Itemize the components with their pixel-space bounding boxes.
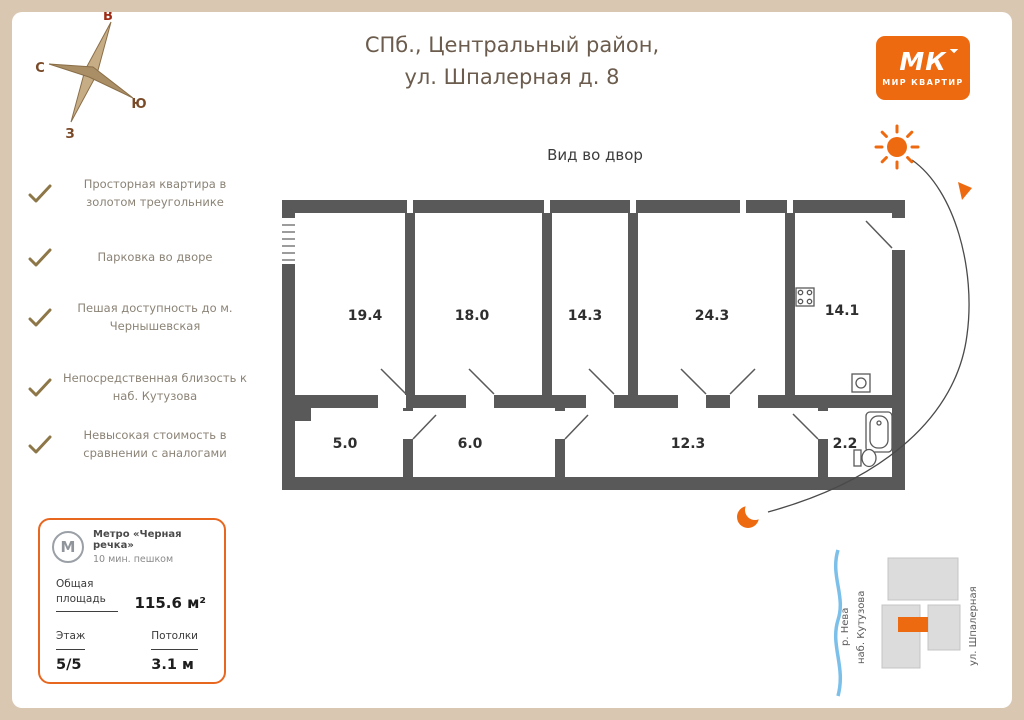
checkmark-icon [28, 435, 52, 454]
checkmark-icon [28, 248, 52, 267]
page-title: СПб., Центральный район, ул. Шпалерная д… [12, 30, 1012, 93]
feature-item: Просторная квартира в золотом треугольни… [28, 176, 250, 212]
title-line-2: ул. Шпалерная д. 8 [404, 64, 620, 89]
compass-east-label: В [103, 12, 113, 24]
room-area-label: 5.0 [333, 436, 358, 452]
info-card: М Метро «Черная речка» 10 мин. пешком Об… [38, 518, 226, 684]
total-area-label: Общая площадь [56, 577, 118, 613]
compass-north-label: С [35, 61, 45, 76]
city-blocks [881, 557, 961, 669]
checkmark-icon [28, 378, 52, 397]
door-swing-icons [380, 220, 893, 440]
metro-row: М Метро «Черная речка» 10 мин. пешком [52, 529, 212, 573]
floorplan: 19.4 18.0 14.3 24.3 14.1 5.0 6.0 12.3 2.… [282, 200, 905, 490]
room-area-labels: 19.4 18.0 14.3 24.3 14.1 5.0 6.0 12.3 2.… [333, 303, 860, 452]
floor-ceiling-row: Этаж 5/5 Потолки 3.1 м [52, 618, 212, 673]
bathtub-icon [865, 411, 893, 453]
room-area-label: 14.1 [825, 303, 860, 319]
room-area-label: 12.3 [671, 436, 706, 452]
brand-logo: МК МИР КВАРТИР [876, 36, 970, 100]
brand-name: МИР КВАРТИР [882, 78, 964, 87]
feature-item: Невысокая стоимость в сравнении с аналог… [28, 427, 250, 463]
feature-text: Непосредственная близость к наб. Кутузов… [63, 371, 247, 403]
street-label: ул. Шпалерная [968, 586, 979, 666]
checkmark-icon [28, 184, 52, 203]
room-area-label: 2.2 [833, 436, 858, 452]
sun-path-arc [767, 159, 970, 513]
flyer-canvas: В С Ю З СПб., Центральный район, ул. Шпа… [12, 12, 1012, 708]
room-area-label: 14.3 [568, 308, 603, 324]
river-line [833, 549, 843, 697]
feature-text: Пешая доступность до м. Чернышевская [77, 301, 233, 333]
room-area-label: 6.0 [458, 436, 483, 452]
floor-label: Этаж [56, 629, 86, 650]
compass-south-label: Ю [131, 97, 146, 112]
floor-col: Этаж 5/5 [56, 624, 86, 673]
brand-mark: МК [899, 47, 947, 76]
compass-west-label: З [65, 127, 74, 142]
metro-text: Метро «Черная речка» 10 мин. пешком [93, 529, 212, 565]
metro-icon: М [52, 531, 84, 563]
room-area-label: 24.3 [695, 308, 730, 324]
river-label: р. Нева [840, 607, 851, 646]
room-area-label: 19.4 [348, 308, 383, 324]
total-area-row: Общая площадь 115.6 м² [52, 573, 212, 618]
embankment-label: наб. Кутузова [856, 590, 867, 664]
compass-needle-ns [48, 63, 134, 99]
ceiling-label: Потолки [151, 629, 198, 650]
metro-station-name: Метро «Черная речка» [93, 529, 182, 551]
ceiling-value: 3.1 м [151, 656, 194, 673]
ceiling-col: Потолки 3.1 м [151, 624, 198, 673]
view-direction-label: Вид во двор [547, 146, 643, 164]
floor-value: 5/5 [56, 656, 82, 673]
sun-path-overlay [737, 124, 972, 528]
moon-icon [737, 500, 765, 528]
feature-item: Пешая доступность до м. Чернышевская [28, 300, 250, 336]
washer-icon [851, 373, 871, 393]
building-highlight [898, 617, 928, 632]
checkmark-icon [28, 308, 52, 327]
feature-item: Парковка во дворе [28, 248, 250, 268]
stove-icon [795, 287, 815, 307]
toilet-icon [853, 448, 877, 468]
room-area-label: 18.0 [455, 308, 490, 324]
sun-path-arrow-icon [958, 182, 972, 200]
window-icon [282, 224, 295, 261]
total-area-value: 115.6 м² [134, 594, 207, 613]
metro-walk-time: 10 мин. пешком [93, 554, 174, 565]
brand-arrow-icon [949, 44, 959, 54]
feature-text: Парковка во дворе [97, 250, 213, 265]
feature-item: Непосредственная близость к наб. Кутузов… [28, 370, 250, 406]
compass-rose-icon: В С Ю З [35, 12, 146, 142]
flyer-layer: В С Ю З СПб., Центральный район, ул. Шпа… [12, 12, 1012, 708]
mini-map [833, 549, 961, 697]
title-line-1: СПб., Центральный район, [364, 33, 660, 57]
floorplan-walls [282, 200, 905, 490]
sun-icon [874, 124, 920, 170]
feature-text: Невысокая стоимость в сравнении с аналог… [83, 428, 227, 460]
feature-text: Просторная квартира в золотом треугольни… [83, 177, 227, 209]
